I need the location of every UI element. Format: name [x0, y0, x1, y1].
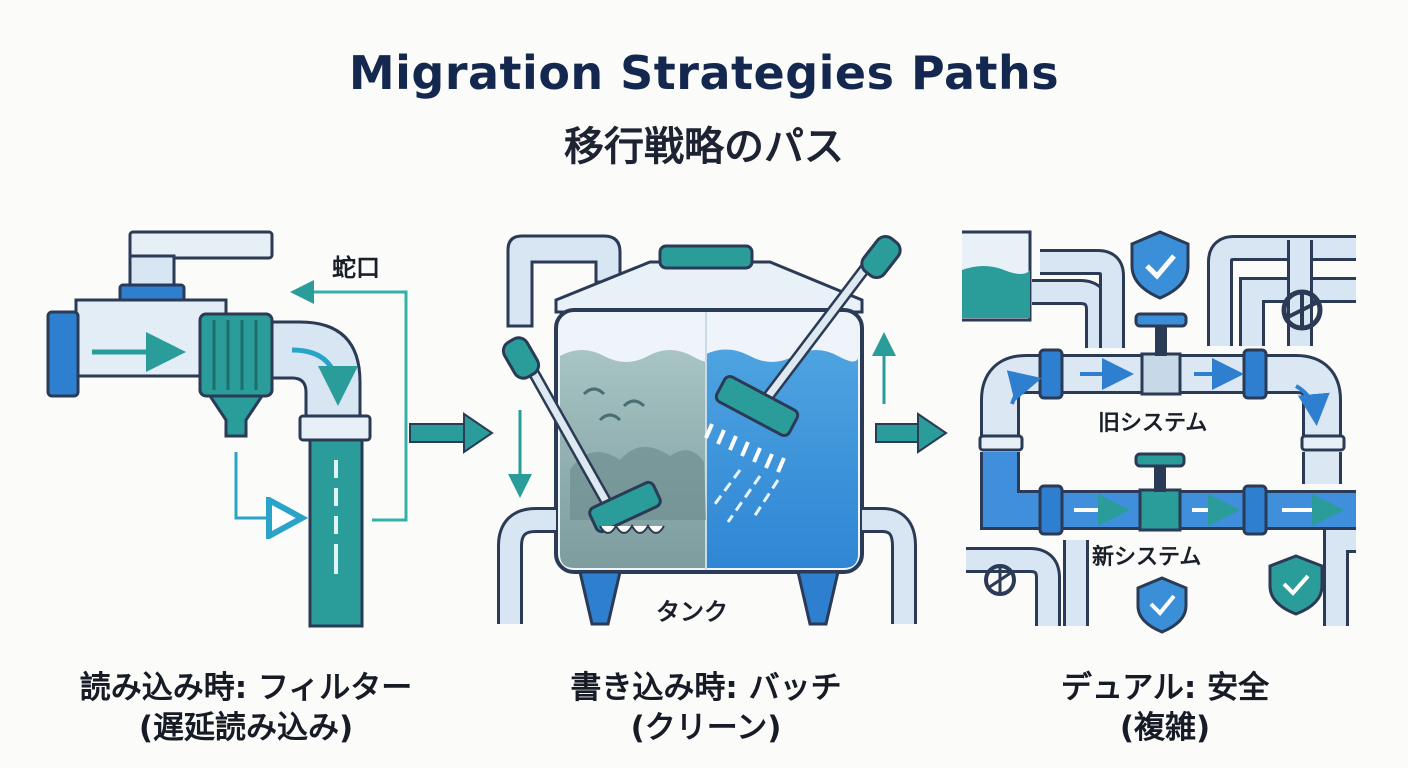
- faucet-panel: 蛇口: [46, 230, 408, 628]
- tank-panel: タンク: [497, 234, 917, 626]
- arrow-to-tank: [409, 412, 494, 454]
- shield-check-icon: [1136, 576, 1188, 634]
- shield-check-icon: [1130, 230, 1190, 300]
- caption-line: (遅延読み込み): [138, 710, 354, 746]
- caption-line: (複雑): [1119, 710, 1211, 746]
- caption-line: デュアル: 安全: [1060, 670, 1270, 706]
- old-system-label: 旧システム: [1098, 411, 1207, 436]
- caption-line: 読み込み時: フィルター: [79, 670, 413, 706]
- brush-icon: [704, 234, 902, 523]
- caption-dual-safe: デュアル: 安全 (複雑): [955, 668, 1375, 748]
- title-japanese: 移行戦略のパス: [564, 124, 844, 170]
- arrow-to-dual: [875, 412, 948, 454]
- filter-icon: [198, 312, 274, 438]
- dual-panel: 旧システム 新システム: [962, 230, 1356, 634]
- mop-icon: [501, 336, 665, 534]
- caption-line: (クリーン): [630, 710, 782, 746]
- faucet-label: 蛇口: [332, 254, 380, 282]
- faucet-icon: [46, 230, 372, 628]
- caption-read-filter: 読み込み時: フィルター (遅延読み込み): [36, 668, 456, 748]
- valve-icon: [1281, 289, 1323, 331]
- caption-line: 書き込み時: バッチ: [570, 670, 842, 706]
- caption-write-batch: 書き込み時: バッチ (クリーン): [496, 668, 916, 748]
- new-system-label: 新システム: [1092, 544, 1201, 570]
- title-english: Migration Strategies Paths: [348, 46, 1060, 100]
- shield-check-icon: [1268, 554, 1324, 616]
- tank-label: タンク: [656, 598, 728, 626]
